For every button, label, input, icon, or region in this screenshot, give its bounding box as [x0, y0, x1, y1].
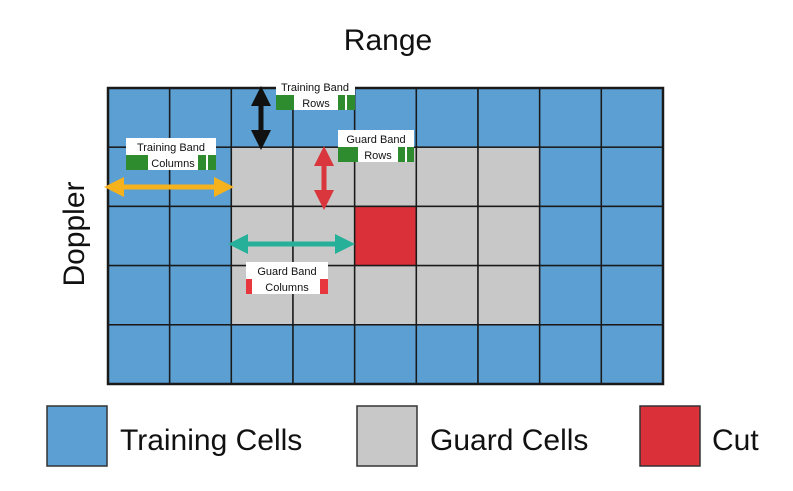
grid-border — [106, 86, 665, 386]
guard-cell — [477, 264, 541, 326]
training-cell — [600, 146, 664, 208]
training-cell — [415, 87, 479, 148]
guard-band-columns-title: Guard Band — [257, 266, 316, 278]
training-cell — [353, 324, 418, 385]
training-band-columns-subtitle: Columns — [151, 158, 195, 170]
training-cell — [230, 324, 294, 385]
training-cell — [538, 87, 603, 148]
range-axis-label: Range — [344, 24, 432, 57]
guard-cell — [292, 205, 356, 267]
legend-label-guard: Guard Cells — [430, 424, 588, 457]
legend-label-cut: Cut — [712, 424, 759, 457]
guard-cell — [477, 146, 541, 208]
cut-cell — [353, 205, 418, 267]
training-cell — [477, 324, 541, 385]
guard-band-columns-subtitle: Columns — [265, 282, 309, 294]
training-band-columns-tag: Training Band Columns — [126, 138, 216, 170]
guard-band-rows-subtitle: Rows — [364, 150, 392, 162]
training-cell — [168, 324, 233, 385]
training-cell — [600, 87, 664, 148]
legend-swatch-guard — [356, 405, 418, 467]
training-cell — [538, 205, 603, 267]
training-cell — [107, 264, 171, 326]
guard-cell — [415, 205, 479, 267]
training-band-columns-title: Training Band — [137, 142, 205, 154]
guard-band-rows-tag: Guard Band Rows — [338, 130, 414, 162]
training-cell — [600, 264, 664, 326]
legend: Training Cells Guard Cells Cut — [46, 405, 759, 467]
guard-cell — [415, 146, 479, 208]
training-cell — [538, 324, 603, 385]
training-cell — [415, 324, 479, 385]
cell-grid — [106, 86, 665, 386]
guard-cell — [230, 205, 294, 267]
doppler-axis-label: Doppler — [58, 181, 91, 286]
training-cell — [600, 205, 664, 267]
legend-label-training: Training Cells — [120, 424, 302, 457]
training-band-rows-tag: Training Band Rows — [276, 80, 355, 110]
training-cell — [168, 205, 233, 267]
guard-band-columns-tag: Guard Band Columns — [246, 262, 328, 294]
training-cell — [168, 264, 233, 326]
legend-swatch-training — [46, 405, 108, 467]
legend-swatch-cut — [639, 405, 701, 467]
guard-cell — [230, 146, 294, 208]
training-cell — [477, 87, 541, 148]
training-cell — [538, 146, 603, 208]
training-cell — [107, 205, 171, 267]
training-band-rows-subtitle: Rows — [302, 98, 330, 110]
guard-cell — [353, 264, 418, 326]
training-cell — [107, 324, 171, 385]
guard-cell — [477, 205, 541, 267]
training-cell — [538, 264, 603, 326]
training-cell — [168, 87, 233, 148]
training-cell — [600, 324, 664, 385]
guard-cell — [415, 264, 479, 326]
training-cell — [292, 324, 356, 385]
training-band-rows-title: Training Band — [281, 82, 349, 94]
guard-band-rows-title: Guard Band — [346, 134, 405, 146]
